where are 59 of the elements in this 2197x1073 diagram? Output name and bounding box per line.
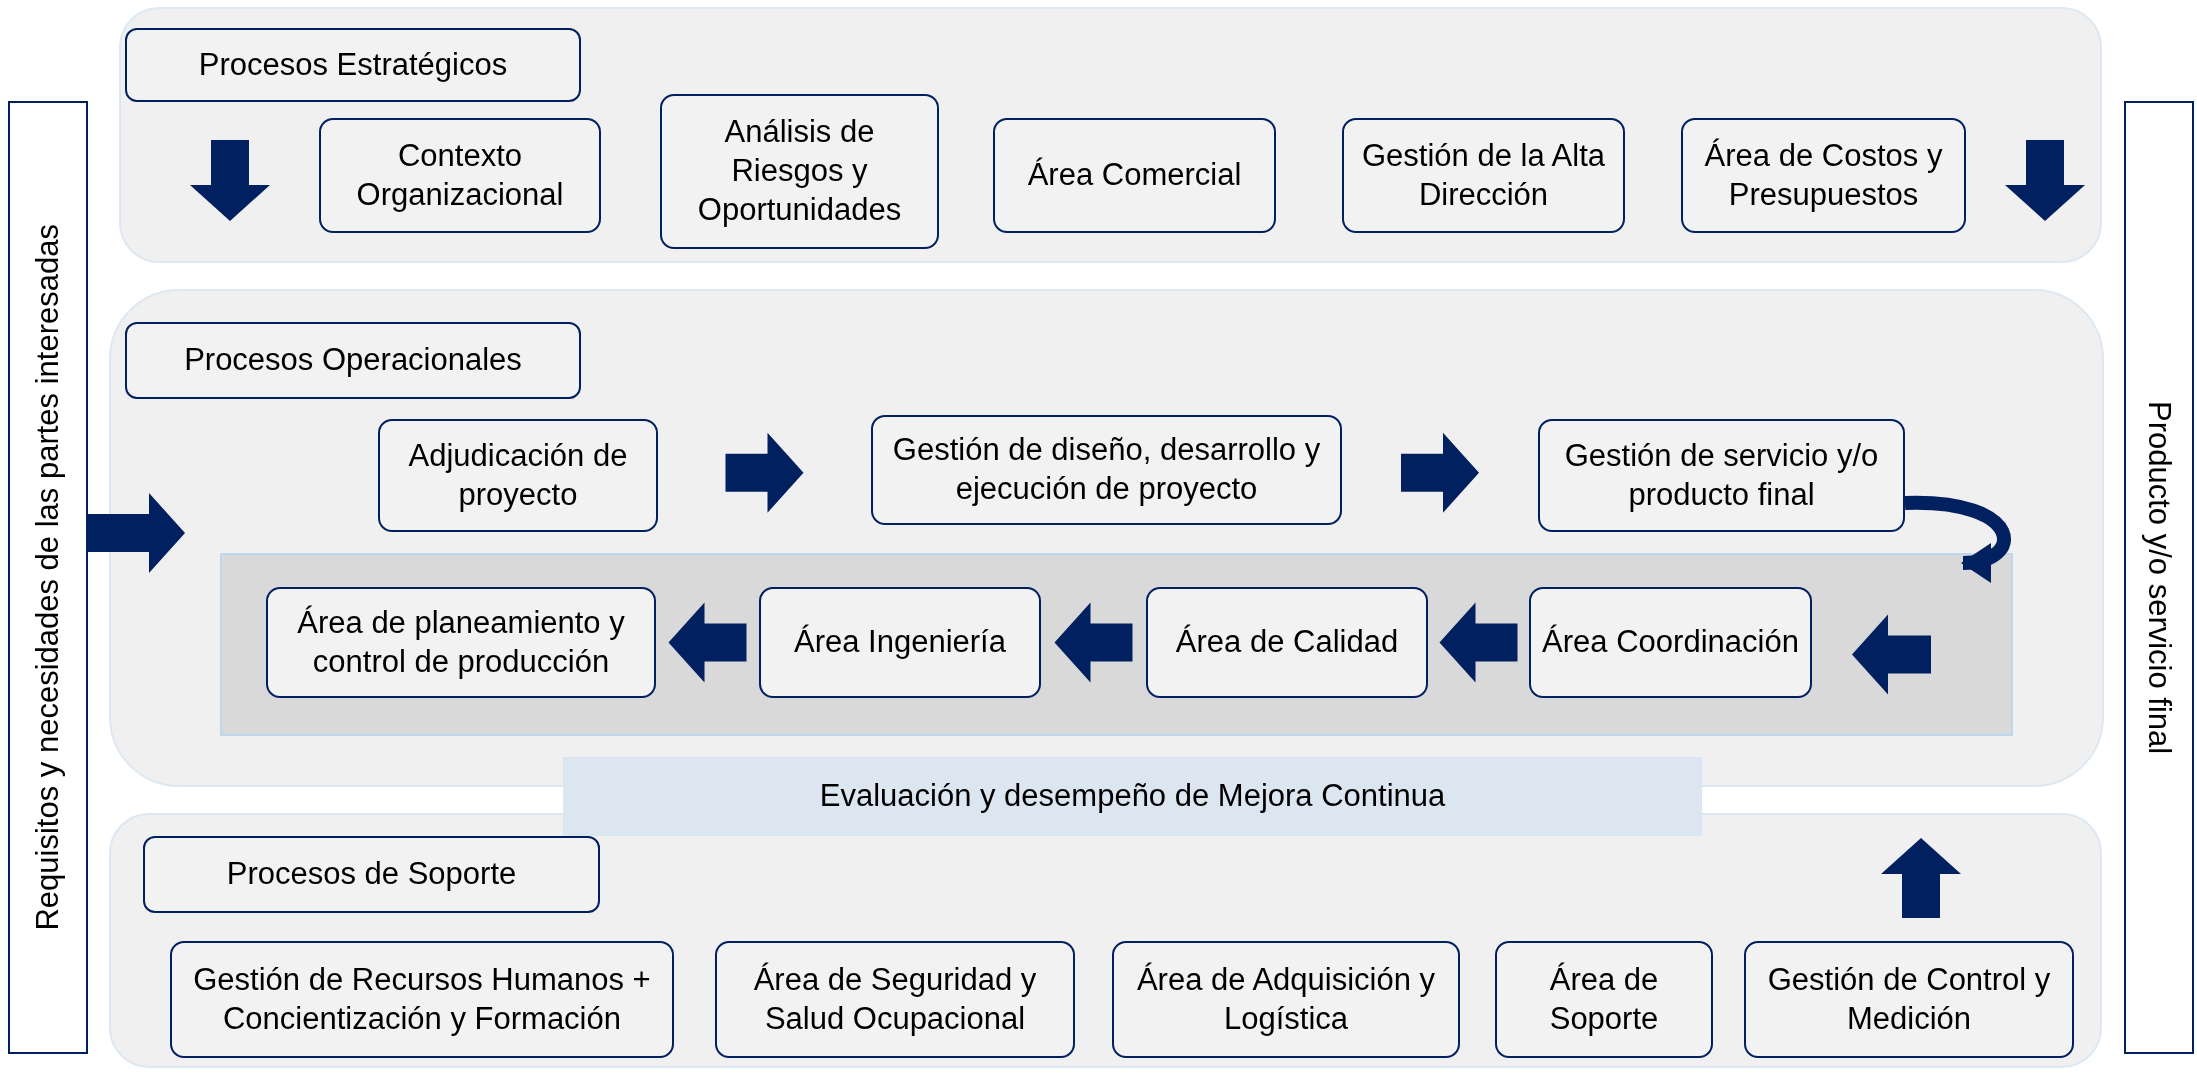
arrow (1881, 838, 1961, 918)
box-label: Área de Calidad (1175, 623, 1399, 662)
process-box (1744, 941, 2074, 1058)
box-label: Contexto Organizacional (355, 136, 565, 214)
box-label: Área de planeamiento y control de producción (296, 603, 626, 681)
box-label: Evaluación y desempeño de Mejora Continua (819, 777, 1446, 816)
process-box (993, 118, 1276, 233)
arrow (1852, 614, 1931, 695)
panel-background (220, 553, 2013, 736)
process-box (871, 415, 1342, 525)
box-label: Gestión de diseño, desarrollo y ejecución de proyecto (891, 431, 1322, 508)
process-box (1146, 587, 1428, 698)
process-band (119, 7, 2102, 263)
box-label: Área de Soporte (1548, 960, 1660, 1038)
box-label: Adjudicación de proyecto (407, 436, 629, 514)
side-label-box (2124, 101, 2194, 1054)
side-label-box (8, 101, 88, 1054)
arrow (725, 432, 804, 513)
process-box (1495, 941, 1713, 1058)
curved-arrow (1904, 496, 2011, 581)
arrow (1439, 602, 1518, 683)
arrow (88, 493, 185, 573)
arrow (668, 602, 747, 683)
process-box (266, 587, 656, 698)
process-box (1529, 587, 1812, 698)
box-label: Área Coordinación (1542, 623, 1799, 662)
box-label: Producto y/o servicio final (2141, 400, 2179, 755)
process-heading-box (125, 322, 581, 399)
box-label: Área de Costos y Presupuestos (1703, 136, 1944, 214)
box-label: Procesos Operacionales (184, 341, 522, 380)
process-box (378, 419, 658, 532)
box-label: Requisitos y necesidades de las partes interesadas (28, 224, 66, 931)
box-label: Área Ingeniería (794, 623, 1006, 662)
process-box (1112, 941, 1460, 1058)
box-label: Análisis de Riesgos y Oportunidades (696, 113, 903, 229)
box-label: Área de Adquisición y Logística (1135, 960, 1437, 1038)
process-box (319, 118, 601, 233)
process-box (715, 941, 1075, 1058)
box-label: Procesos de Soporte (226, 855, 517, 894)
box-label: Procesos Estratégicos (198, 45, 508, 84)
arrow (1401, 432, 1479, 513)
evaluation-band (563, 757, 1702, 836)
process-box (759, 587, 1041, 698)
process-heading-box (143, 836, 600, 913)
box-label: Gestión de Recursos Humanos + Concientización y Formación (192, 960, 652, 1038)
process-band (109, 813, 2102, 1068)
box-label: Gestión de servicio y/o producto final (1563, 436, 1880, 514)
process-box (1681, 118, 1966, 233)
process-box (660, 94, 939, 249)
box-label: Área Comercial (1027, 156, 1242, 195)
process-box (1538, 419, 1905, 532)
process-box (170, 941, 674, 1058)
arrow (1054, 602, 1133, 683)
box-label: Gestión de Control y Medición (1766, 960, 2052, 1038)
box-label: Área de Seguridad y Salud Ocupacional (752, 960, 1038, 1038)
arrow (2005, 140, 2085, 221)
process-box (1342, 118, 1625, 233)
process-heading-box (125, 28, 581, 102)
box-label: Gestión de la Alta Dirección (1361, 136, 1606, 214)
